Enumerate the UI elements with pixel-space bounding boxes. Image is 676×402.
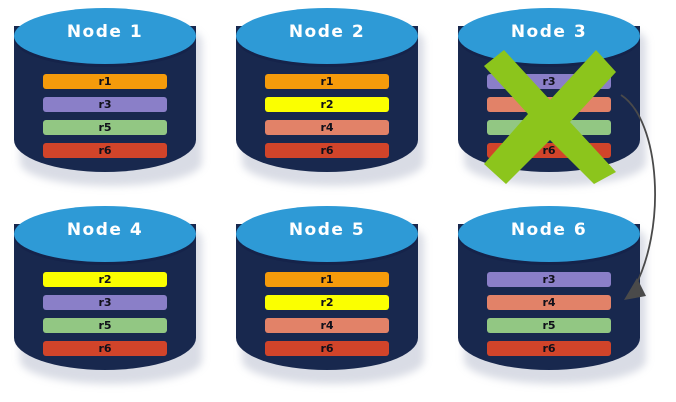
cylinder-top [14,8,196,64]
cylinder-top [236,206,418,262]
replica-list: r1 r2 r4 r6 [265,272,389,356]
replica-bar[interactable]: r4 [487,295,611,310]
replica-bar[interactable]: r5 [43,318,167,333]
node-2[interactable]: Node 2 r1 r2 r4 r6 [236,8,424,186]
replica-bar[interactable]: r4 [487,97,611,112]
replica-bar[interactable]: r2 [43,272,167,287]
replica-bar[interactable]: r3 [487,272,611,287]
cylinder-top-surface [238,208,416,260]
replica-bar[interactable]: r1 [43,74,167,89]
replica-bar[interactable]: r6 [265,341,389,356]
cylinder-top-surface [238,10,416,62]
cylinder-top-surface [16,208,194,260]
replica-bar[interactable]: r3 [43,295,167,310]
replica-list: r1 r3 r5 r6 [43,74,167,158]
replica-bar[interactable]: r2 [265,97,389,112]
replica-bar[interactable]: r1 [265,272,389,287]
node-4[interactable]: Node 4 r2 r3 r5 r6 [14,206,202,384]
cylinder-top [458,206,640,262]
replica-bar[interactable]: r6 [487,341,611,356]
replica-bar[interactable]: r5 [43,120,167,135]
cylinder-top-surface [460,208,638,260]
cylinder-top [14,206,196,262]
replica-list: r3 r4 r5 r6 [487,74,611,158]
replica-list: r3 r4 r5 r6 [487,272,611,356]
replica-list: r1 r2 r4 r6 [265,74,389,158]
node-5[interactable]: Node 5 r1 r2 r4 r6 [236,206,424,384]
cylinder-top-surface [460,10,638,62]
replica-bar[interactable]: r6 [487,143,611,158]
replica-bar[interactable]: r5 [487,120,611,135]
replica-bar[interactable]: r3 [487,74,611,89]
replica-bar[interactable]: r6 [43,143,167,158]
cylinder-top [458,8,640,64]
node-6[interactable]: Node 6 r3 r4 r5 r6 [458,206,646,384]
replica-bar[interactable]: r6 [265,143,389,158]
replica-bar[interactable]: r6 [43,341,167,356]
node-3[interactable]: Node 3 r3 r4 r5 r6 [458,8,646,186]
replica-bar[interactable]: r3 [43,97,167,112]
replica-bar[interactable]: r4 [265,318,389,333]
replica-bar[interactable]: r4 [265,120,389,135]
cylinder-top-surface [16,10,194,62]
replica-bar[interactable]: r1 [265,74,389,89]
replica-list: r2 r3 r5 r6 [43,272,167,356]
cylinder-top [236,8,418,64]
node-1[interactable]: Node 1 r1 r3 r5 r6 [14,8,202,186]
replica-bar[interactable]: r5 [487,318,611,333]
replica-bar[interactable]: r2 [265,295,389,310]
